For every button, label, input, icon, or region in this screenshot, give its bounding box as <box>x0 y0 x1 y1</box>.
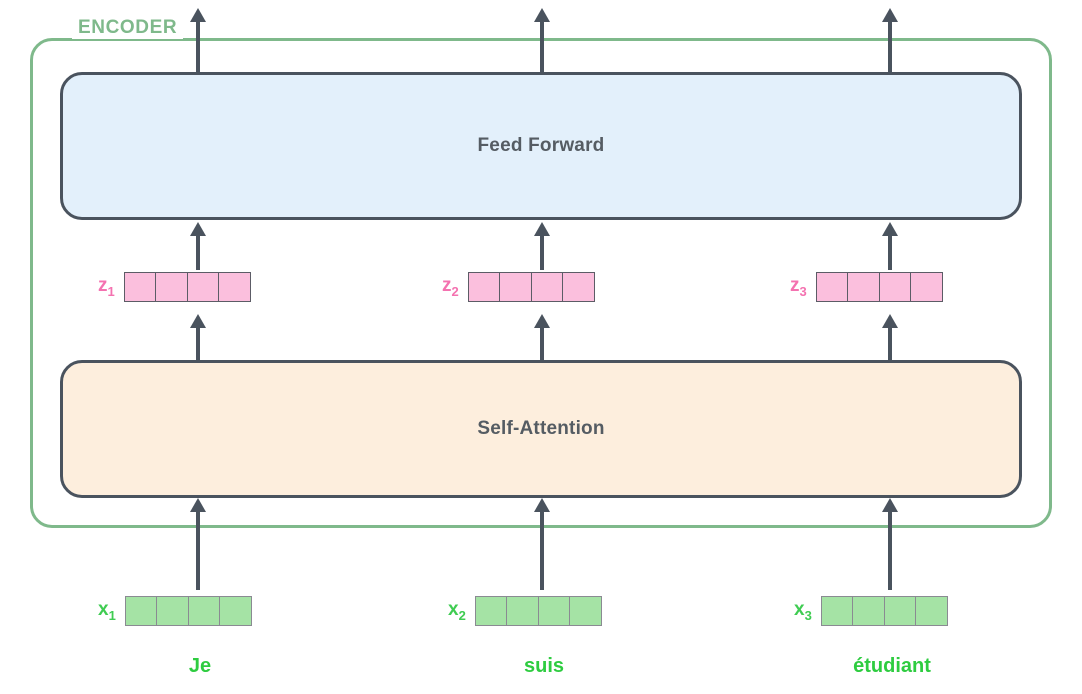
vector-cell <box>815 272 849 302</box>
x-vector-3-index: 3 <box>804 607 812 623</box>
x-vector-2-cells <box>474 596 603 626</box>
x-vector-1-cells <box>124 596 253 626</box>
x-vector-2: x2 <box>448 596 603 626</box>
x-vector-1-label: x1 <box>98 599 116 623</box>
arrowhead-icon <box>534 498 550 512</box>
z-vector-3: z3 <box>790 272 944 302</box>
vector-cell <box>187 596 221 626</box>
z-to-ff-arrow-1 <box>190 222 206 270</box>
arrowhead-icon <box>534 314 550 328</box>
z-vector-1-cells <box>123 272 252 302</box>
x-vector-3-cells <box>820 596 949 626</box>
x-vector-3: x3 <box>794 596 949 626</box>
arrowhead-icon <box>882 222 898 236</box>
arrowhead-icon <box>190 222 206 236</box>
vector-cell <box>506 596 540 626</box>
vector-cell <box>910 272 944 302</box>
vector-cell <box>467 272 501 302</box>
x-vector-2-index: 2 <box>458 607 466 623</box>
z-vector-1: z1 <box>98 272 252 302</box>
output-arrow-3 <box>882 8 898 74</box>
x-vector-1-index: 1 <box>108 607 116 623</box>
vector-cell <box>499 272 533 302</box>
sa-to-z-arrow-2 <box>534 314 550 362</box>
arrowhead-icon <box>882 8 898 22</box>
vector-cell <box>852 596 886 626</box>
vector-cell <box>915 596 949 626</box>
z-vector-1-index: 1 <box>107 283 115 299</box>
vector-cell <box>219 596 253 626</box>
vector-cell <box>878 272 912 302</box>
x-to-sa-arrow-3 <box>882 498 898 590</box>
x-to-sa-arrow-2 <box>534 498 550 590</box>
vector-cell <box>820 596 854 626</box>
self-attention-label: Self-Attention <box>477 418 605 439</box>
z-to-ff-arrow-3 <box>882 222 898 270</box>
arrowhead-icon <box>882 498 898 512</box>
x-vector-3-label: x3 <box>794 599 812 623</box>
input-word-1: Je <box>188 655 212 677</box>
x-vector-2-label: x2 <box>448 599 466 623</box>
arrowhead-icon <box>190 8 206 22</box>
arrowhead-icon <box>882 314 898 328</box>
output-arrow-2 <box>534 8 550 74</box>
z-vector-3-label: z3 <box>790 275 807 299</box>
arrowhead-icon <box>190 498 206 512</box>
x-vector-1: x1 <box>98 596 253 626</box>
input-word-3: étudiant <box>853 655 931 677</box>
vector-cell <box>883 596 917 626</box>
vector-cell <box>123 272 157 302</box>
z-vector-1-label: z1 <box>98 275 115 299</box>
z-vector-2-label: z2 <box>442 275 459 299</box>
z-vector-2: z2 <box>442 272 596 302</box>
feed-forward-label: Feed Forward <box>477 135 605 156</box>
sa-to-z-arrow-1 <box>190 314 206 362</box>
output-arrow-1 <box>190 8 206 74</box>
feed-forward-block: Feed Forward <box>60 72 1022 220</box>
vector-cell <box>218 272 252 302</box>
vector-cell <box>847 272 881 302</box>
sa-to-z-arrow-3 <box>882 314 898 362</box>
z-vector-2-index: 2 <box>451 283 459 299</box>
arrowhead-icon <box>534 8 550 22</box>
arrowhead-icon <box>190 314 206 328</box>
z-vector-2-cells <box>467 272 596 302</box>
encoder-label: ENCODER <box>72 17 184 39</box>
vector-cell <box>569 596 603 626</box>
vector-cell <box>155 272 189 302</box>
self-attention-block: Self-Attention <box>60 360 1022 498</box>
vector-cell <box>530 272 564 302</box>
z-vector-3-cells <box>815 272 944 302</box>
x-to-sa-arrow-1 <box>190 498 206 590</box>
arrowhead-icon <box>534 222 550 236</box>
vector-cell <box>186 272 220 302</box>
z-vector-3-index: 3 <box>799 283 807 299</box>
vector-cell <box>537 596 571 626</box>
vector-cell <box>562 272 596 302</box>
vector-cell <box>124 596 158 626</box>
input-word-2: suis <box>523 655 565 677</box>
vector-cell <box>156 596 190 626</box>
vector-cell <box>474 596 508 626</box>
z-to-ff-arrow-2 <box>534 222 550 270</box>
